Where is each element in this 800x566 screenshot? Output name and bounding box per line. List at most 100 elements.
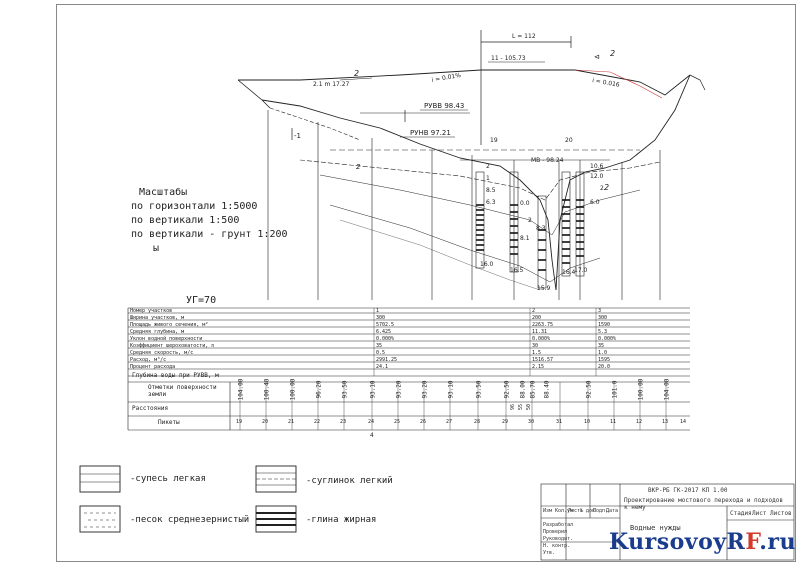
- svg-text:2: 2: [356, 163, 361, 171]
- soil-boundary-3: [329, 204, 601, 283]
- left-elev-note: 2.1 m 17.27: [313, 81, 350, 88]
- svg-text:12.0: 12.0: [590, 173, 604, 180]
- ground-elevation: 92.50: [585, 380, 593, 399]
- footer-note: 4: [370, 432, 374, 439]
- distance-value: 50: [526, 403, 533, 411]
- stamp-col-label: Изм: [543, 508, 553, 514]
- svg-text:2: 2: [486, 163, 490, 170]
- param-value-2: 1516.57: [532, 357, 554, 363]
- svg-text:2: 2: [600, 185, 604, 192]
- ground-elevation: 100.00: [637, 378, 645, 401]
- ug-label: УГ=70: [186, 295, 217, 306]
- layer-marks: 2 1 8.5 6.3 10.6 12.0 2 6.0 0.0 8.3 8.1 …: [486, 163, 604, 242]
- road-embankment-line: [238, 69, 691, 96]
- param-value-3: 20.0: [598, 364, 611, 370]
- picket-value: 31: [556, 419, 563, 425]
- scale-vertical: по вертикали 1:500: [131, 215, 240, 226]
- svg-text:15.9: 15.9: [537, 285, 551, 292]
- param-label: Ширина участков, м: [130, 315, 185, 321]
- stamp-role: Н. контр.: [543, 543, 571, 549]
- param-label: Коэффициент шероховатости, n: [130, 343, 215, 349]
- param-value-2: 1.5: [532, 350, 542, 356]
- ground-line-left: [261, 99, 557, 291]
- ground-header: Отметки поверхности земли: [148, 384, 217, 398]
- ground-elevation: 88.00: [519, 380, 527, 399]
- svg-text:8.3: 8.3: [536, 225, 546, 232]
- crest-label: 11 - 105.73: [491, 55, 526, 62]
- picket-value: 20: [262, 419, 269, 425]
- water-level-high: РУВВ 98.43: [424, 102, 464, 110]
- stamp-role: Руководит.: [543, 536, 574, 542]
- slope-left-label: i = 0.01%: [431, 72, 462, 84]
- stamp-role: Разработал: [543, 522, 574, 528]
- param-value-2: 30: [532, 343, 539, 349]
- picket-value: 28: [474, 419, 481, 425]
- picket-value: 30: [528, 419, 535, 425]
- svg-text:1: 1: [486, 175, 490, 182]
- picket-value: 21: [288, 419, 295, 425]
- picket-value: 29: [502, 419, 509, 425]
- stamp-role: Утв.: [543, 550, 556, 556]
- ground-elevation: 93.10: [447, 380, 455, 399]
- svg-text:2: 2: [528, 217, 532, 224]
- ridge-mark: 2: [610, 49, 615, 58]
- param-value-1: 1: [376, 308, 380, 314]
- stamp-sheet-title: Водные нужды: [630, 524, 681, 532]
- ground-level-label: МВ - 98.24: [531, 157, 564, 164]
- stamp-doc-title: Проектирование мостового перехода и подх…: [624, 497, 783, 511]
- legend-patterns: [79, 465, 297, 533]
- param-label: Расход, м³/с: [130, 357, 167, 363]
- depth-header: Глубина воды при РУВВ, м: [132, 372, 219, 379]
- borehole-columns: [475, 171, 585, 289]
- param-value-3: 300: [598, 315, 608, 321]
- svg-text:6.0: 6.0: [590, 199, 600, 206]
- scale-vertical-soil: по вертикали - грунт 1:200: [131, 229, 288, 240]
- svg-text:17.0: 17.0: [574, 267, 588, 274]
- legend-label-0: -супесь легкая: [130, 474, 206, 484]
- picket-value: 27: [446, 419, 453, 425]
- param-value-2: 2: [532, 308, 536, 314]
- table-col-dividers: [373, 308, 597, 376]
- param-value-3: 1590: [598, 322, 611, 328]
- param-value-1: 0.000%: [376, 336, 395, 342]
- stamp-sheet: Лист: [752, 510, 767, 517]
- ground-elevation: 88.40: [543, 380, 551, 399]
- param-label: Площадь живого сечения, м²: [130, 322, 209, 328]
- slope-right-label: i = 0.016: [592, 77, 621, 89]
- param-value-1: 5702.5: [376, 322, 395, 328]
- param-value-1: 2991.25: [376, 357, 398, 363]
- stamp-col-label: Дата: [606, 508, 619, 514]
- ground-elevation: 101.0: [611, 380, 619, 399]
- profile-table-grid: [127, 307, 690, 431]
- picket-ticks: [239, 382, 667, 430]
- picket-value: 12: [636, 419, 643, 425]
- top-width-label: L = 112: [512, 33, 536, 40]
- picket-value: 23: [340, 419, 347, 425]
- svg-text:0.0: 0.0: [520, 200, 530, 207]
- embankment-edge-red: [574, 69, 663, 99]
- title-stamp: [540, 483, 795, 561]
- param-value-2: 2263.75: [532, 322, 554, 328]
- ground-elevation: 85.70: [529, 380, 537, 399]
- pickets-header: Пикеты: [158, 419, 180, 426]
- soil-boundary-1: [299, 159, 661, 201]
- ground-elevation: 93.50: [341, 380, 349, 399]
- ground-elevation: 96.20: [315, 380, 323, 399]
- param-label: Средняя глубина, м: [130, 329, 185, 335]
- svg-text:-1: -1: [294, 132, 301, 140]
- picket-value: 22: [314, 419, 321, 425]
- stamp-col-label: № док: [580, 508, 596, 514]
- param-value-3: 1595: [598, 357, 611, 363]
- scales-letter: ы: [153, 243, 160, 254]
- param-value-2: 0.000%: [532, 336, 551, 342]
- stamp-sheets: Листов: [770, 510, 792, 517]
- legend-label-1: -песок среднезернистый: [130, 515, 250, 525]
- picket-value: 10: [584, 419, 591, 425]
- scale-horizontal: по горизонтали 1:5000: [131, 201, 258, 212]
- picket-value: 25: [394, 419, 401, 425]
- distance-value: 55: [518, 403, 525, 411]
- param-value-3: 35: [598, 343, 605, 349]
- svg-text:16.4: 16.4: [562, 269, 576, 276]
- picket-value: 13: [662, 419, 669, 425]
